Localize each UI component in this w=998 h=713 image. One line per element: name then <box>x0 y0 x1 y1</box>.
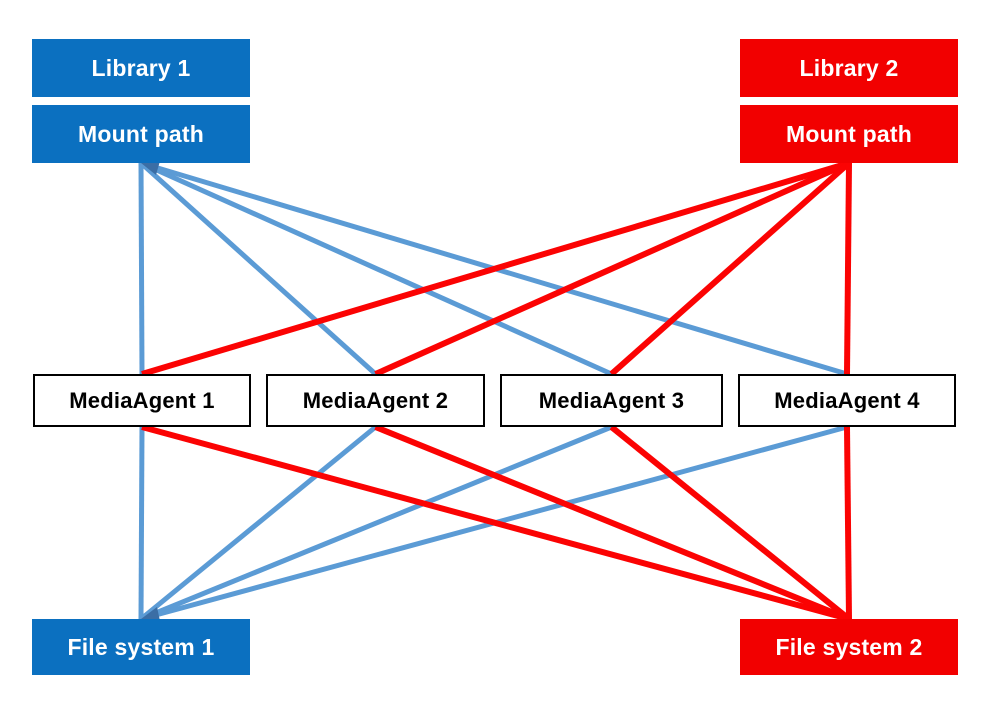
edge-ma3-fs1 <box>140 424 613 622</box>
node-library-1: Library 1 <box>32 39 250 97</box>
node-media-agent-3: MediaAgent 3 <box>500 374 723 427</box>
node-file-system-1: File system 1 <box>32 619 250 675</box>
node-mount-path-1: Mount path <box>32 105 250 163</box>
edge-mount2-ma4 <box>844 162 852 375</box>
node-media-agent-4-label: MediaAgent 4 <box>774 387 920 413</box>
node-media-agent-1: MediaAgent 1 <box>33 374 251 427</box>
node-library-1-label: Library 1 <box>91 54 191 81</box>
edge-mount2-ma2 <box>374 160 851 377</box>
node-file-system-2-label: File system 2 <box>775 633 923 660</box>
edge-ma4-fs2 <box>844 426 852 620</box>
node-mount-path-2-label: Mount path <box>786 120 912 147</box>
edge-mount1-ma1 <box>138 162 145 375</box>
edge-mount1-ma4 <box>140 160 848 377</box>
edge-ma1-fs1 <box>138 426 145 620</box>
blue-arrowhead-mount-path <box>141 161 160 175</box>
node-media-agent-2-label: MediaAgent 2 <box>302 387 449 413</box>
node-file-system-1-label: File system 1 <box>67 633 215 660</box>
edge-mount1-ma3 <box>139 160 613 377</box>
edge-mount2-ma3 <box>609 160 851 377</box>
edge-ma3-fs2 <box>609 424 851 622</box>
node-media-agent-2: MediaAgent 2 <box>266 374 485 427</box>
node-mount-path-2: Mount path <box>740 105 958 163</box>
node-media-agent-4: MediaAgent 4 <box>738 374 956 427</box>
node-mount-path-1-label: Mount path <box>78 120 204 147</box>
edge-ma2-fs2 <box>374 424 851 622</box>
node-library-2: Library 2 <box>740 39 958 97</box>
node-library-2-label: Library 2 <box>799 54 899 81</box>
edge-mount1-ma2 <box>139 161 378 376</box>
node-media-agent-1-label: MediaAgent 1 <box>69 387 215 413</box>
node-media-agent-3-label: MediaAgent 3 <box>538 387 685 413</box>
node-file-system-2: File system 2 <box>740 619 958 675</box>
edge-ma2-fs1 <box>139 425 378 621</box>
edge-ma4-fs1 <box>140 424 848 622</box>
edge-ma1-fs2 <box>141 424 850 622</box>
edge-mount2-ma1 <box>141 160 850 377</box>
